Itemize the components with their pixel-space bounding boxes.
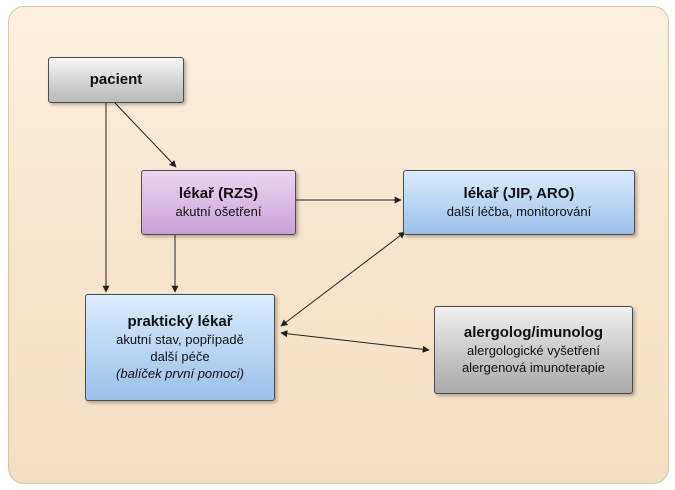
node-prakticky-lekar-note: (balíček první pomoci) bbox=[116, 366, 244, 381]
node-pacient-title: pacient bbox=[89, 71, 143, 88]
node-lekar-rzs-line-1: akutní ošetření bbox=[175, 204, 262, 219]
node-alergolog-title: alergolog/imunolog bbox=[463, 324, 604, 341]
node-alergolog-line-1: alergologické vyšetření bbox=[467, 343, 600, 358]
node-prakticky-lekar-line-2: další péče bbox=[150, 349, 210, 364]
node-alergolog: alergolog/imunolog alergologické vyšetře… bbox=[434, 306, 633, 394]
node-pacient: pacient bbox=[48, 57, 184, 103]
node-lekar-jip-line-1: další léčba, monitorování bbox=[446, 204, 592, 219]
node-prakticky-lekar-title: praktický lékař bbox=[127, 313, 233, 330]
node-prakticky-lekar-line-1: akutní stav, popřípadě bbox=[116, 332, 244, 347]
node-lekar-jip: lékař (JIP, ARO) další léčba, monitorová… bbox=[403, 170, 635, 235]
node-alergolog-line-2: alergenová imunoterapie bbox=[461, 360, 606, 375]
node-lekar-rzs-title: lékař (RZS) bbox=[178, 185, 259, 202]
node-lekar-jip-title: lékař (JIP, ARO) bbox=[463, 185, 575, 202]
node-prakticky-lekar: praktický lékař akutní stav, popřípadě d… bbox=[85, 294, 275, 401]
node-lekar-rzs: lékař (RZS) akutní ošetření bbox=[141, 170, 296, 235]
